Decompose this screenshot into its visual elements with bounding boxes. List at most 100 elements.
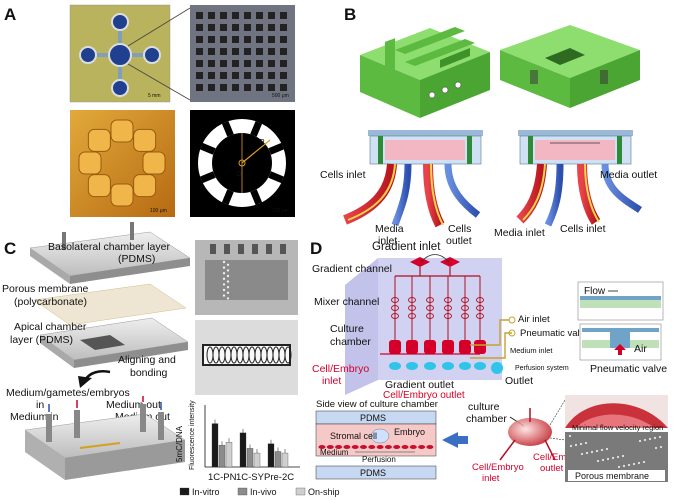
- pillar: [268, 48, 275, 55]
- aligning-1: Aligning and: [118, 354, 176, 366]
- pillar: [280, 48, 287, 55]
- micro-well: [87, 174, 111, 198]
- mixer-loop: [391, 305, 399, 311]
- media-outlet: Media outlet: [600, 169, 657, 181]
- pillar: [196, 12, 203, 19]
- pillar: [196, 24, 203, 31]
- min-flow-label: Minimal flow velocity region: [572, 423, 663, 432]
- pillar: [196, 48, 203, 55]
- bar-1C-SY-On-ship: [253, 452, 261, 468]
- perfusion-well: [459, 362, 471, 370]
- mixer-loop: [461, 297, 469, 303]
- radius-label: R: [259, 138, 265, 147]
- medium-inlet: Medium inlet: [510, 346, 553, 355]
- bar-Pre-2C-On-ship: [281, 452, 289, 468]
- pore: [627, 463, 631, 467]
- membrane-pore: [222, 272, 226, 275]
- mixer-loop: [408, 297, 416, 303]
- bar-Pre-2C-In-vivo: [274, 451, 282, 468]
- micro-well: [110, 183, 134, 207]
- mixer-loop: [476, 305, 484, 311]
- pore: [617, 465, 621, 469]
- pore: [596, 459, 600, 463]
- mixer-loop: [444, 313, 452, 319]
- stromal-cell-shape: [401, 445, 409, 449]
- legend-swatch: [295, 487, 306, 496]
- micro-well: [78, 151, 102, 175]
- perfusion: Perfusion: [362, 455, 396, 464]
- pore: [621, 454, 625, 458]
- bar-1C-PN-In-vivo: [218, 445, 226, 468]
- pillar: [208, 72, 215, 79]
- perfusion-well: [389, 362, 401, 370]
- membrane-pore: [226, 291, 230, 294]
- membrane-pore: [222, 288, 226, 292]
- perfusion-well: [442, 362, 454, 370]
- mixer-loop: [426, 313, 434, 319]
- pillar: [280, 84, 287, 91]
- mixer-loop: [461, 305, 469, 311]
- cell-embryo-outlet: Cell/Embryo outlet: [383, 390, 465, 401]
- perfusion-well: [406, 362, 418, 370]
- pore: [568, 434, 572, 438]
- stromal-cell-shape: [351, 445, 359, 449]
- panel-d-letter: D: [310, 239, 322, 258]
- pillar: [244, 48, 251, 55]
- culture-chamber: [459, 340, 471, 354]
- outlet-port: [491, 362, 503, 374]
- culture-chamber-3: culture: [468, 401, 500, 413]
- pillar: [232, 48, 239, 55]
- panel-c: C Basolateral chamber layer (PDMS) Porou…: [2, 222, 340, 497]
- zoom-line: [127, 63, 191, 101]
- pillar: [196, 60, 203, 67]
- pillar: [208, 24, 215, 31]
- perfusion-well: [474, 362, 486, 370]
- cell-embryo-inlet-2: inlet: [322, 375, 341, 387]
- membrane-micrograph: [195, 240, 298, 315]
- chamber-sphere: culture chamber Cell/Embryo inlet Cell/E…: [466, 399, 585, 484]
- ce-inlet-2a: Cell/Embryo: [472, 462, 524, 473]
- pillar: [256, 84, 263, 91]
- pillar: [208, 84, 215, 91]
- apical-1: Apical chamber: [14, 321, 87, 333]
- membrane-pore: [222, 277, 226, 280]
- pillar: [232, 60, 239, 67]
- pillar: [220, 12, 227, 19]
- pillar: [208, 12, 215, 19]
- legend-swatch: [179, 487, 190, 496]
- outlet: Outlet: [505, 375, 533, 387]
- legend-label: On-ship: [308, 487, 340, 497]
- pillar: [244, 60, 251, 67]
- channel-micrograph: [195, 320, 298, 395]
- pillar: [256, 24, 263, 31]
- pdms-top: PDMS: [360, 413, 386, 423]
- green-block-left: [360, 27, 490, 118]
- mixer-loop: [408, 313, 416, 319]
- ce-outlet-2b: outlet: [540, 463, 564, 474]
- pore: [616, 455, 620, 459]
- spoke: [221, 189, 234, 205]
- pillar: [244, 84, 251, 91]
- pore: [638, 439, 642, 443]
- pillar: [196, 72, 203, 79]
- pore: [622, 464, 626, 468]
- culture-chamber: [442, 340, 454, 354]
- panel-b: B: [320, 5, 657, 247]
- stromal-cell-shape: [418, 445, 426, 449]
- culture-chamber-2: chamber: [330, 336, 371, 348]
- membrane-pore: [226, 297, 230, 300]
- pillar: [220, 84, 227, 91]
- porous-membrane-sem: Porous membrane: [565, 432, 668, 482]
- gradient-outlet: Gradient outlet: [385, 379, 454, 391]
- stromal-cell-shape: [409, 445, 417, 449]
- gradient-inlet-port: [440, 257, 460, 267]
- stromal-cell-shape: [426, 445, 434, 449]
- pore: [632, 462, 636, 466]
- stromal-cell-shape: [335, 445, 343, 449]
- mixer-loop: [426, 305, 434, 311]
- bar-1C-SY-In-vitro: [239, 432, 247, 468]
- pneumatic-line: [470, 319, 512, 346]
- pore: [659, 445, 663, 449]
- culture-chamber-1: Culture: [330, 323, 364, 335]
